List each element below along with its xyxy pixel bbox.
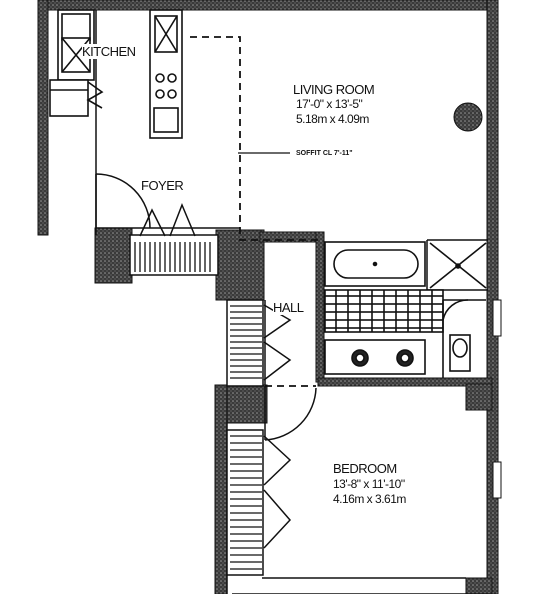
bedroom-door: [264, 386, 317, 441]
burner-icon: [155, 89, 165, 99]
soffit-lines: [190, 36, 318, 387]
kitchen-sink-icon: [61, 13, 91, 41]
oven-icon: [153, 107, 179, 133]
windows: [492, 299, 502, 499]
hall-closet: [226, 299, 292, 387]
burner-icon: [167, 89, 177, 99]
burner-icon: [155, 73, 165, 83]
bedroom-dimensions-metric: 4.16m x 3.61m: [333, 492, 406, 506]
bedroom-dimensions-imperial: 13'-8" x 11'-10": [333, 477, 405, 491]
tile-floor: [324, 289, 444, 333]
burner-icon: [167, 73, 177, 83]
soffit-annotation: SOFFIT CL 7'-11": [296, 150, 353, 157]
refrigerator-icon: [49, 79, 89, 117]
living-room-dimensions-metric: 5.18m x 4.09m: [296, 112, 369, 126]
kitchen-fixtures: [49, 9, 183, 139]
kitchen-label: KITCHEN: [82, 44, 136, 59]
bedroom-closet: [226, 429, 292, 576]
entry-door: [95, 173, 151, 229]
exterior-walls: [37, 0, 499, 594]
vanity-icon: [324, 339, 426, 375]
hall-label: HALL: [273, 300, 304, 315]
living-room-label: LIVING ROOM: [293, 82, 375, 97]
living-room-dimensions-imperial: 17'-0" x 13'-5": [296, 97, 363, 111]
bedroom-label: BEDROOM: [333, 461, 397, 476]
foyer-closet: [129, 202, 219, 276]
foyer-label: FOYER: [141, 178, 184, 193]
column-icon: [453, 102, 483, 132]
bathroom: [324, 241, 487, 378]
